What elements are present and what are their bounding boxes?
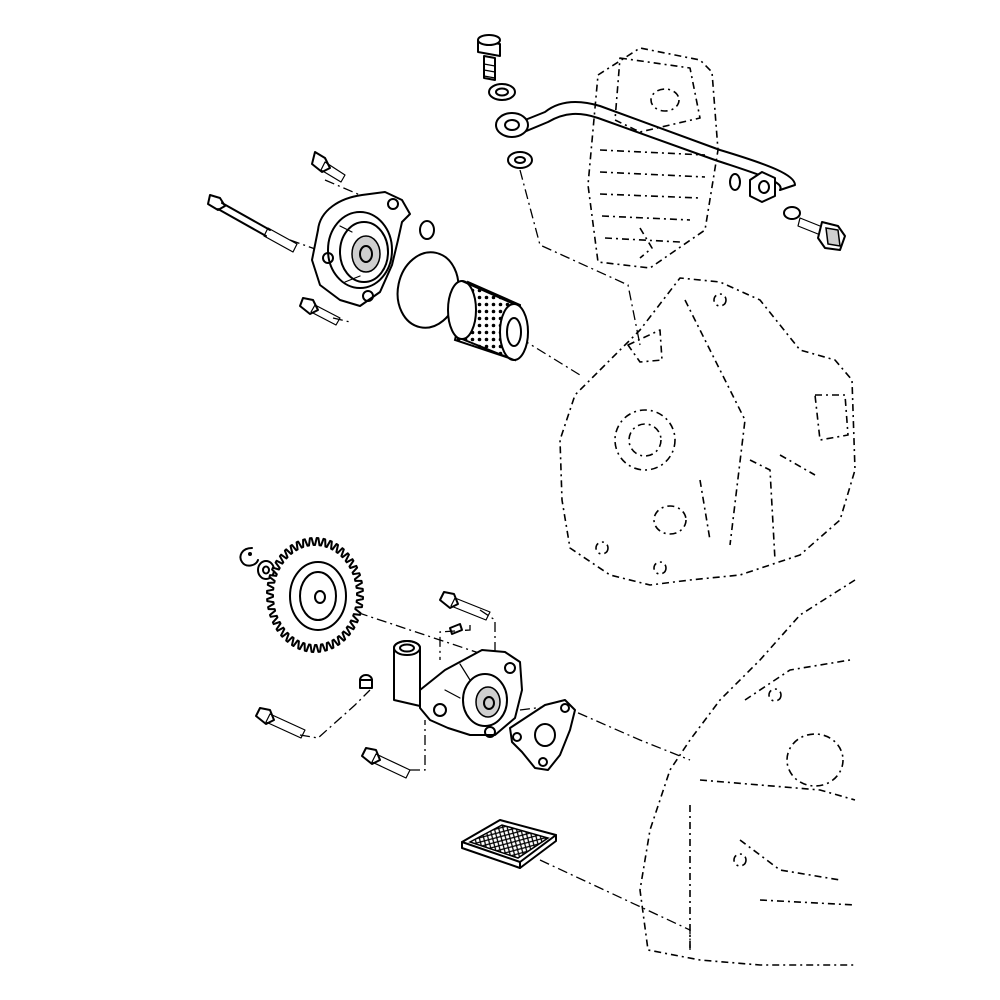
pump-bolt-upper [439, 591, 491, 621]
oil-pump-gasket [509, 699, 576, 771]
banjo-bolt-top [477, 34, 501, 81]
filter-cover-bolt-bottom [299, 297, 341, 326]
sealing-washer-top [488, 83, 516, 101]
oil-filter-element [447, 280, 529, 362]
circlip [239, 547, 259, 567]
filter-cover-bolt-top [311, 151, 346, 183]
pump-shaft-pin [359, 674, 373, 689]
crankcase-outline [639, 579, 856, 966]
small-o-ring [419, 220, 435, 240]
banjo-bolt-right [783, 206, 846, 251]
engine-cylinder-outline [587, 47, 719, 269]
sealing-washer-mid [507, 151, 533, 169]
oil-pipe [495, 101, 796, 191]
pipe-union-nut [729, 171, 776, 203]
oil-pump-pipe [393, 640, 421, 707]
oil-pump-driven-gear [266, 537, 364, 653]
oil-filter-cover [311, 191, 411, 307]
pump-bolt-left [255, 707, 306, 739]
oil-pump-body [419, 649, 523, 738]
oil-strainer-screen [461, 819, 557, 869]
filter-cover-long-bolt [207, 194, 298, 253]
pump-bolt-lower [361, 747, 411, 779]
dowel-pin [449, 623, 463, 635]
leader-lines [289, 169, 691, 950]
crankcase-cover-outline [559, 277, 856, 586]
